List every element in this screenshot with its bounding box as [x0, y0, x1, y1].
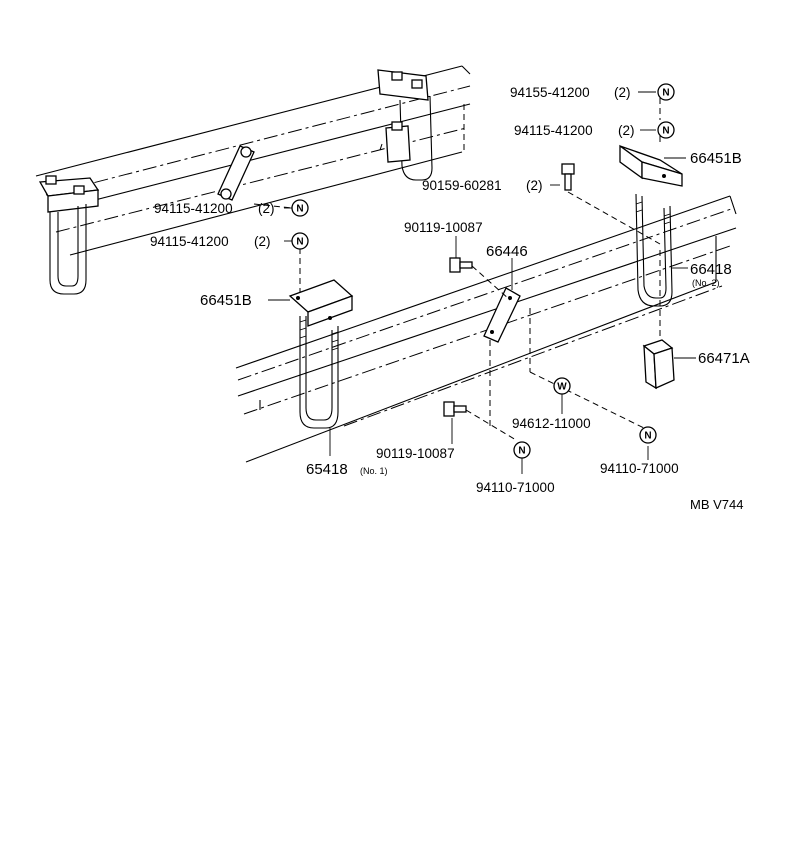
block-66471A	[642, 339, 675, 390]
nut-symbol-94155-41200: N	[657, 83, 675, 101]
callout-94612-11000: 94612-11000	[512, 416, 591, 431]
callout-94115-41200-right-qty: (2)	[618, 123, 635, 138]
washer-symbol-94612-11000: W	[553, 377, 571, 395]
callout-94110-71000-right: 94110-71000	[600, 461, 679, 476]
nut-symbol-94110-71000-bottom: N	[513, 441, 531, 459]
callout-94115-41200-upper-left: 94115-41200	[154, 201, 233, 216]
callout-66451B-right: 66451B	[690, 150, 742, 167]
nut-label: N	[662, 126, 669, 137]
bracket-66446	[483, 287, 521, 343]
callout-90159-60281: 90159-60281	[422, 178, 502, 193]
nut-symbol-94115-41200-upper-left: N	[291, 199, 309, 217]
leader-lines	[268, 91, 696, 474]
u-bolt-65418-no1	[299, 316, 339, 429]
callout-90119-10087-bottom: 90119-10087	[376, 446, 455, 461]
nut-label: N	[644, 431, 651, 442]
nut-label: N	[662, 88, 669, 99]
bolt-90159-60281	[561, 163, 575, 191]
nut-symbol-94115-41200-right: N	[657, 121, 675, 139]
nut-label: N	[518, 446, 525, 457]
upper-shackle	[217, 145, 255, 201]
callout-66451B-left: 66451B	[200, 292, 252, 309]
callout-65418-note: (No. 1)	[360, 466, 388, 476]
reference-code: MB V744	[690, 497, 743, 512]
callout-66471A: 66471A	[698, 350, 750, 367]
callout-94155-41200-qty: (2)	[614, 85, 631, 100]
bolt-90119-10087-bottom	[443, 401, 467, 417]
nut-label: N	[296, 237, 303, 248]
bracket-66451B-left	[288, 279, 354, 327]
upper-left-bracket-assembly	[38, 175, 100, 295]
callout-66418-note: (No. 2)	[692, 278, 720, 288]
u-bolt-66418-no2	[635, 193, 673, 307]
callout-94155-41200: 94155-41200	[510, 85, 590, 100]
bracket-66451B-right	[619, 144, 683, 187]
washer-label: W	[557, 382, 567, 393]
callout-65418: 65418	[306, 461, 348, 478]
callout-94115-41200-upper-left-qty: (2)	[258, 201, 275, 216]
nut-label: N	[296, 204, 303, 215]
callout-94115-41200-right: 94115-41200	[514, 123, 593, 138]
upper-right-bracket-assembly	[377, 69, 433, 181]
assembly-lines	[253, 98, 661, 441]
nut-symbol-94115-41200-lower-left: N	[291, 232, 309, 250]
bolt-90119-10087-top	[449, 257, 473, 273]
callout-94110-71000-bottom: 94110-71000	[476, 480, 555, 495]
callout-66418: 66418	[690, 261, 732, 278]
callout-90119-10087-top: 90119-10087	[404, 220, 483, 235]
nut-symbol-94110-71000-right: N	[639, 426, 657, 444]
callout-90159-60281-qty: (2)	[526, 178, 543, 193]
callout-94115-41200-lower-left: 94115-41200	[150, 234, 229, 249]
callout-94115-41200-lower-left-qty: (2)	[254, 234, 271, 249]
callout-66446: 66446	[486, 243, 528, 260]
